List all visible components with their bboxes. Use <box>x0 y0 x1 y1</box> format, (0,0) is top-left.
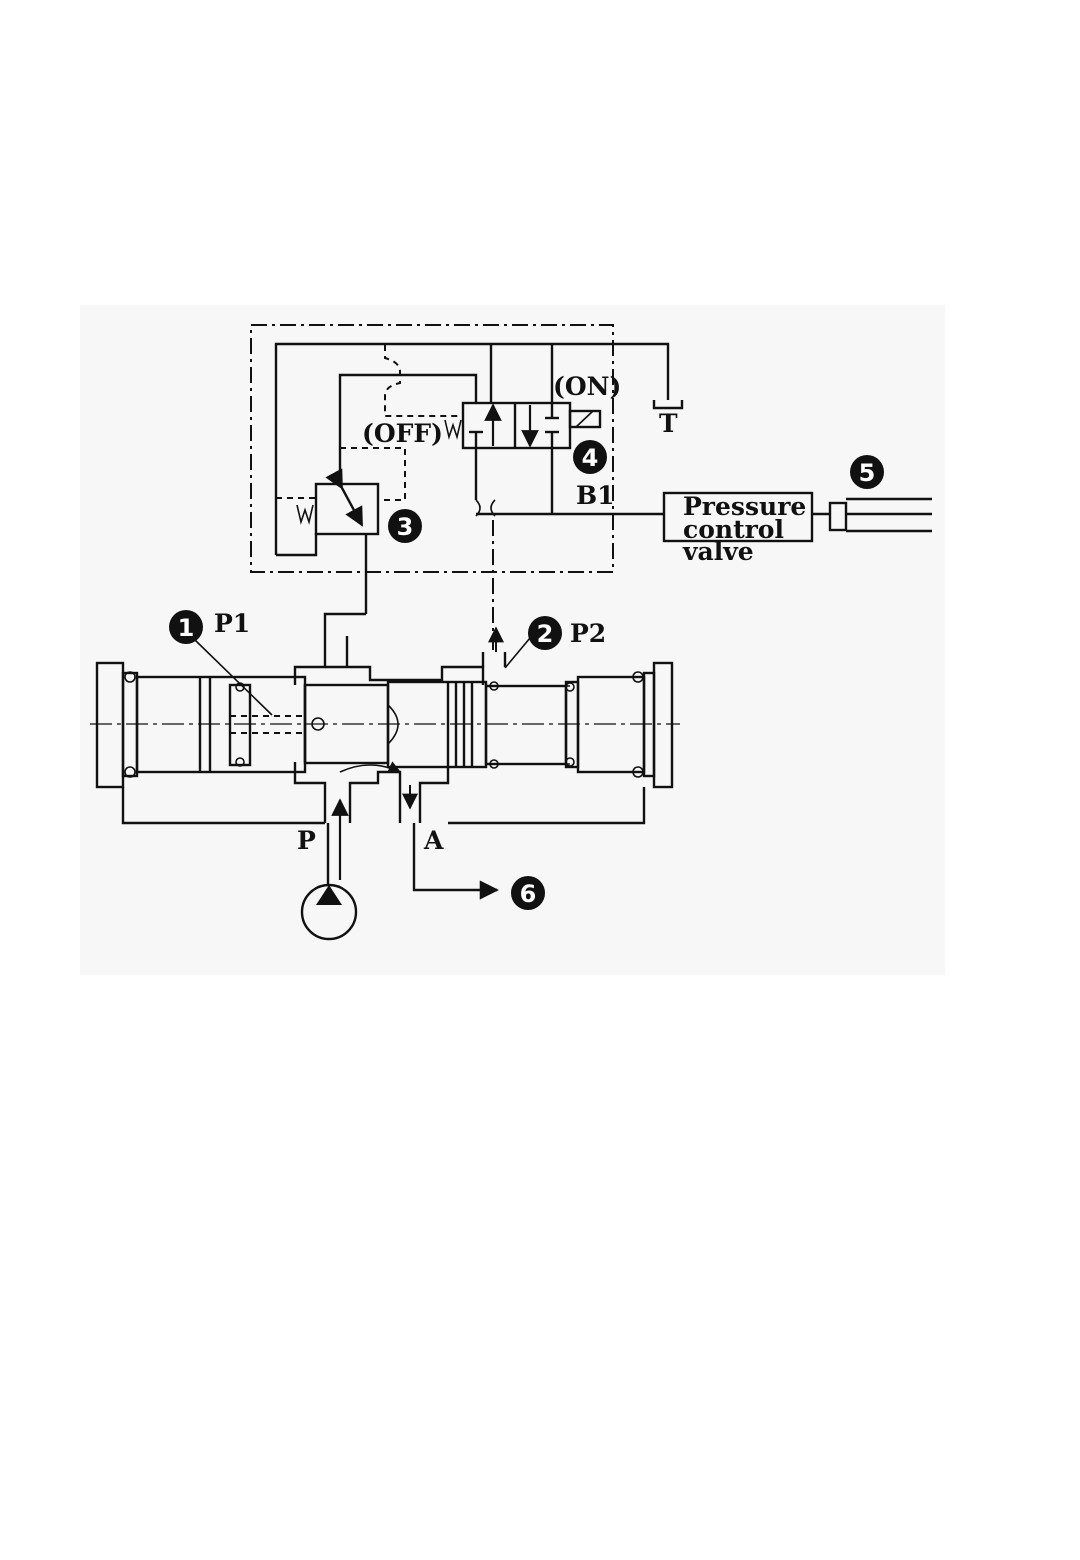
callout-2: 2 <box>528 616 562 650</box>
callout-5-number: 5 <box>859 459 876 487</box>
callout-6-number: 6 <box>520 880 537 908</box>
label-on: (ON) <box>553 372 621 401</box>
label-p1: P1 <box>214 609 250 638</box>
callout-4: 4 <box>573 440 607 474</box>
callout-1: 1 <box>169 610 203 644</box>
callout-2-number: 2 <box>537 620 554 648</box>
callout-5: 5 <box>850 455 884 489</box>
label-p2: P2 <box>570 619 606 648</box>
callout-3: 3 <box>388 509 422 543</box>
label-port-a: A <box>423 826 444 855</box>
label-tank: T <box>659 409 678 438</box>
label-port-p: P <box>297 826 316 855</box>
callout-4-number: 4 <box>582 444 599 472</box>
callout-6: 6 <box>511 876 545 910</box>
callout-3-number: 3 <box>397 513 414 541</box>
label-off: (OFF) <box>362 419 443 448</box>
callout-1-number: 1 <box>178 614 195 642</box>
diagram-panel <box>80 305 945 975</box>
label-b1: B1 <box>576 481 615 510</box>
label-pcv-line3: valve <box>682 537 754 566</box>
